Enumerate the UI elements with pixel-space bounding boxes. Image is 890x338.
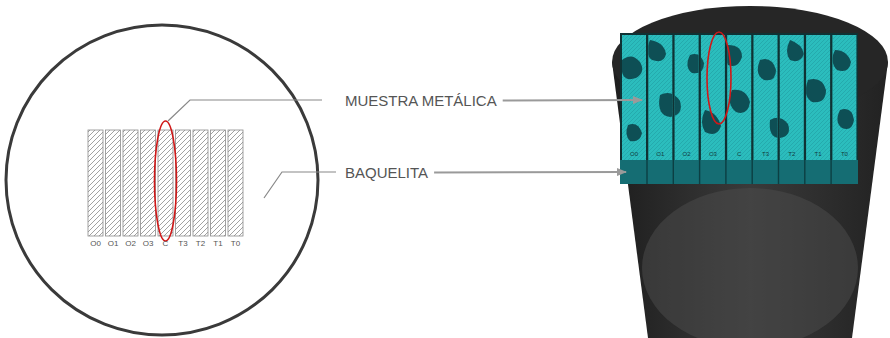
part-label: BAQUELITA: [345, 165, 428, 180]
mount-shade: [642, 188, 858, 338]
strip-label: T2: [788, 151, 795, 157]
highlight-ellipse: [707, 32, 731, 124]
strip-label: T3: [762, 151, 769, 157]
sample-block: [620, 33, 860, 184]
strip-label: T3: [178, 240, 187, 248]
strip-label: O2: [125, 240, 136, 248]
metal-strips: [88, 130, 243, 236]
leader-line: [168, 100, 322, 121]
strip-label: O0: [630, 151, 638, 157]
strip-label: C: [163, 240, 169, 248]
pointer-arrow: [434, 171, 626, 174]
strip-label: O0: [90, 240, 101, 248]
strip-label: C: [737, 151, 741, 157]
strip-label: T1: [213, 240, 222, 248]
strip-label: O1: [656, 151, 664, 157]
strip-label: T0: [231, 240, 240, 248]
mount-outline: [6, 25, 318, 335]
strip-label: O3: [709, 151, 717, 157]
leader-line: [264, 172, 336, 198]
strip-label: O1: [108, 240, 119, 248]
pointer-arrow: [503, 99, 642, 102]
part-label: MUESTRA METÁLICA: [345, 93, 497, 108]
strip-label: O3: [143, 240, 154, 248]
highlight-ellipse: [155, 121, 177, 241]
strip-label: T1: [815, 151, 822, 157]
strip-label: T2: [196, 240, 205, 248]
strip-label: T0: [841, 151, 848, 157]
strip-label: O2: [683, 151, 691, 157]
